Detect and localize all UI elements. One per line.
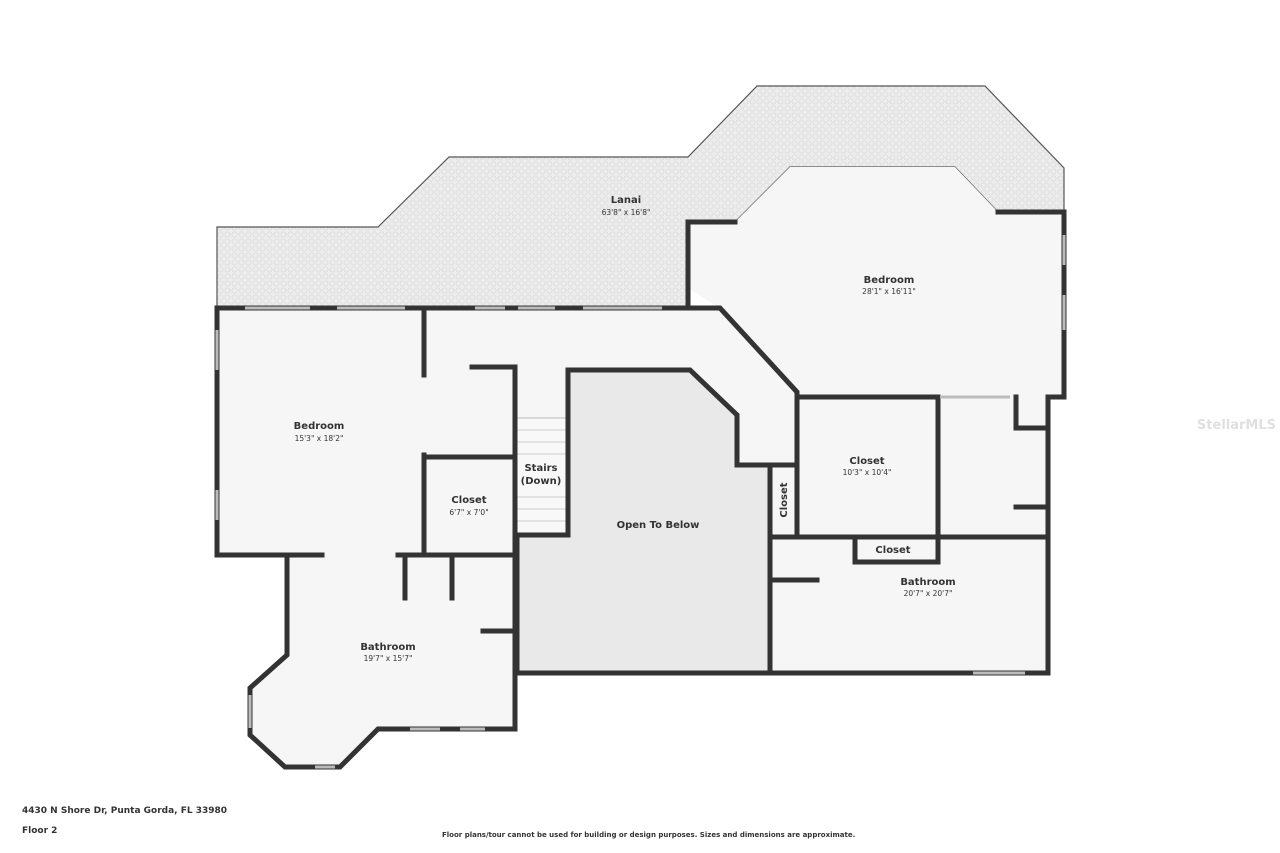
disclaimer: Floor plans/tour cannot be used for buil… — [442, 831, 856, 839]
bedroom-left-dimensions: 15'3" x 18'2" — [295, 434, 344, 443]
stairs-label: Stairs — [524, 463, 557, 474]
stairs-direction: (Down) — [521, 476, 562, 487]
bedroom-left-label: Bedroom — [294, 421, 345, 432]
closet-small-dimensions: 6'7" x 7'0" — [449, 508, 488, 517]
address: 4430 N Shore Dr, Punta Gorda, FL 33980 — [22, 806, 228, 816]
windows — [215, 235, 1066, 769]
bathroom-right-dimensions: 20'7" x 20'7" — [904, 589, 953, 598]
floor-label: Floor 2 — [22, 826, 58, 836]
walls — [214, 209, 1067, 770]
closet-bath-label: Closet — [875, 545, 910, 556]
closet-vertical-label: Closet — [779, 482, 790, 517]
closet-large-dimensions: 10'3" x 10'4" — [843, 468, 892, 477]
watermark: StellarMLS — [1196, 418, 1276, 433]
bedroom-right-label: Bedroom — [864, 275, 915, 286]
lanai-label: Lanai — [611, 195, 641, 206]
closet-large-label: Closet — [849, 456, 884, 467]
open-to-below-area — [517, 370, 770, 673]
closet-small-label: Closet — [451, 495, 486, 506]
stairs-treads — [516, 417, 569, 536]
open-to-below-label: Open To Below — [617, 520, 700, 531]
bathroom-right-label: Bathroom — [900, 577, 955, 588]
bathroom-left-dimensions: 19'7" x 15'7" — [364, 654, 413, 663]
bathroom-left-label: Bathroom — [360, 642, 415, 653]
bedroom-right-dimensions: 28'1" x 16'11" — [862, 287, 916, 296]
lanai-dimensions: 63'8" x 16'8" — [602, 208, 651, 217]
